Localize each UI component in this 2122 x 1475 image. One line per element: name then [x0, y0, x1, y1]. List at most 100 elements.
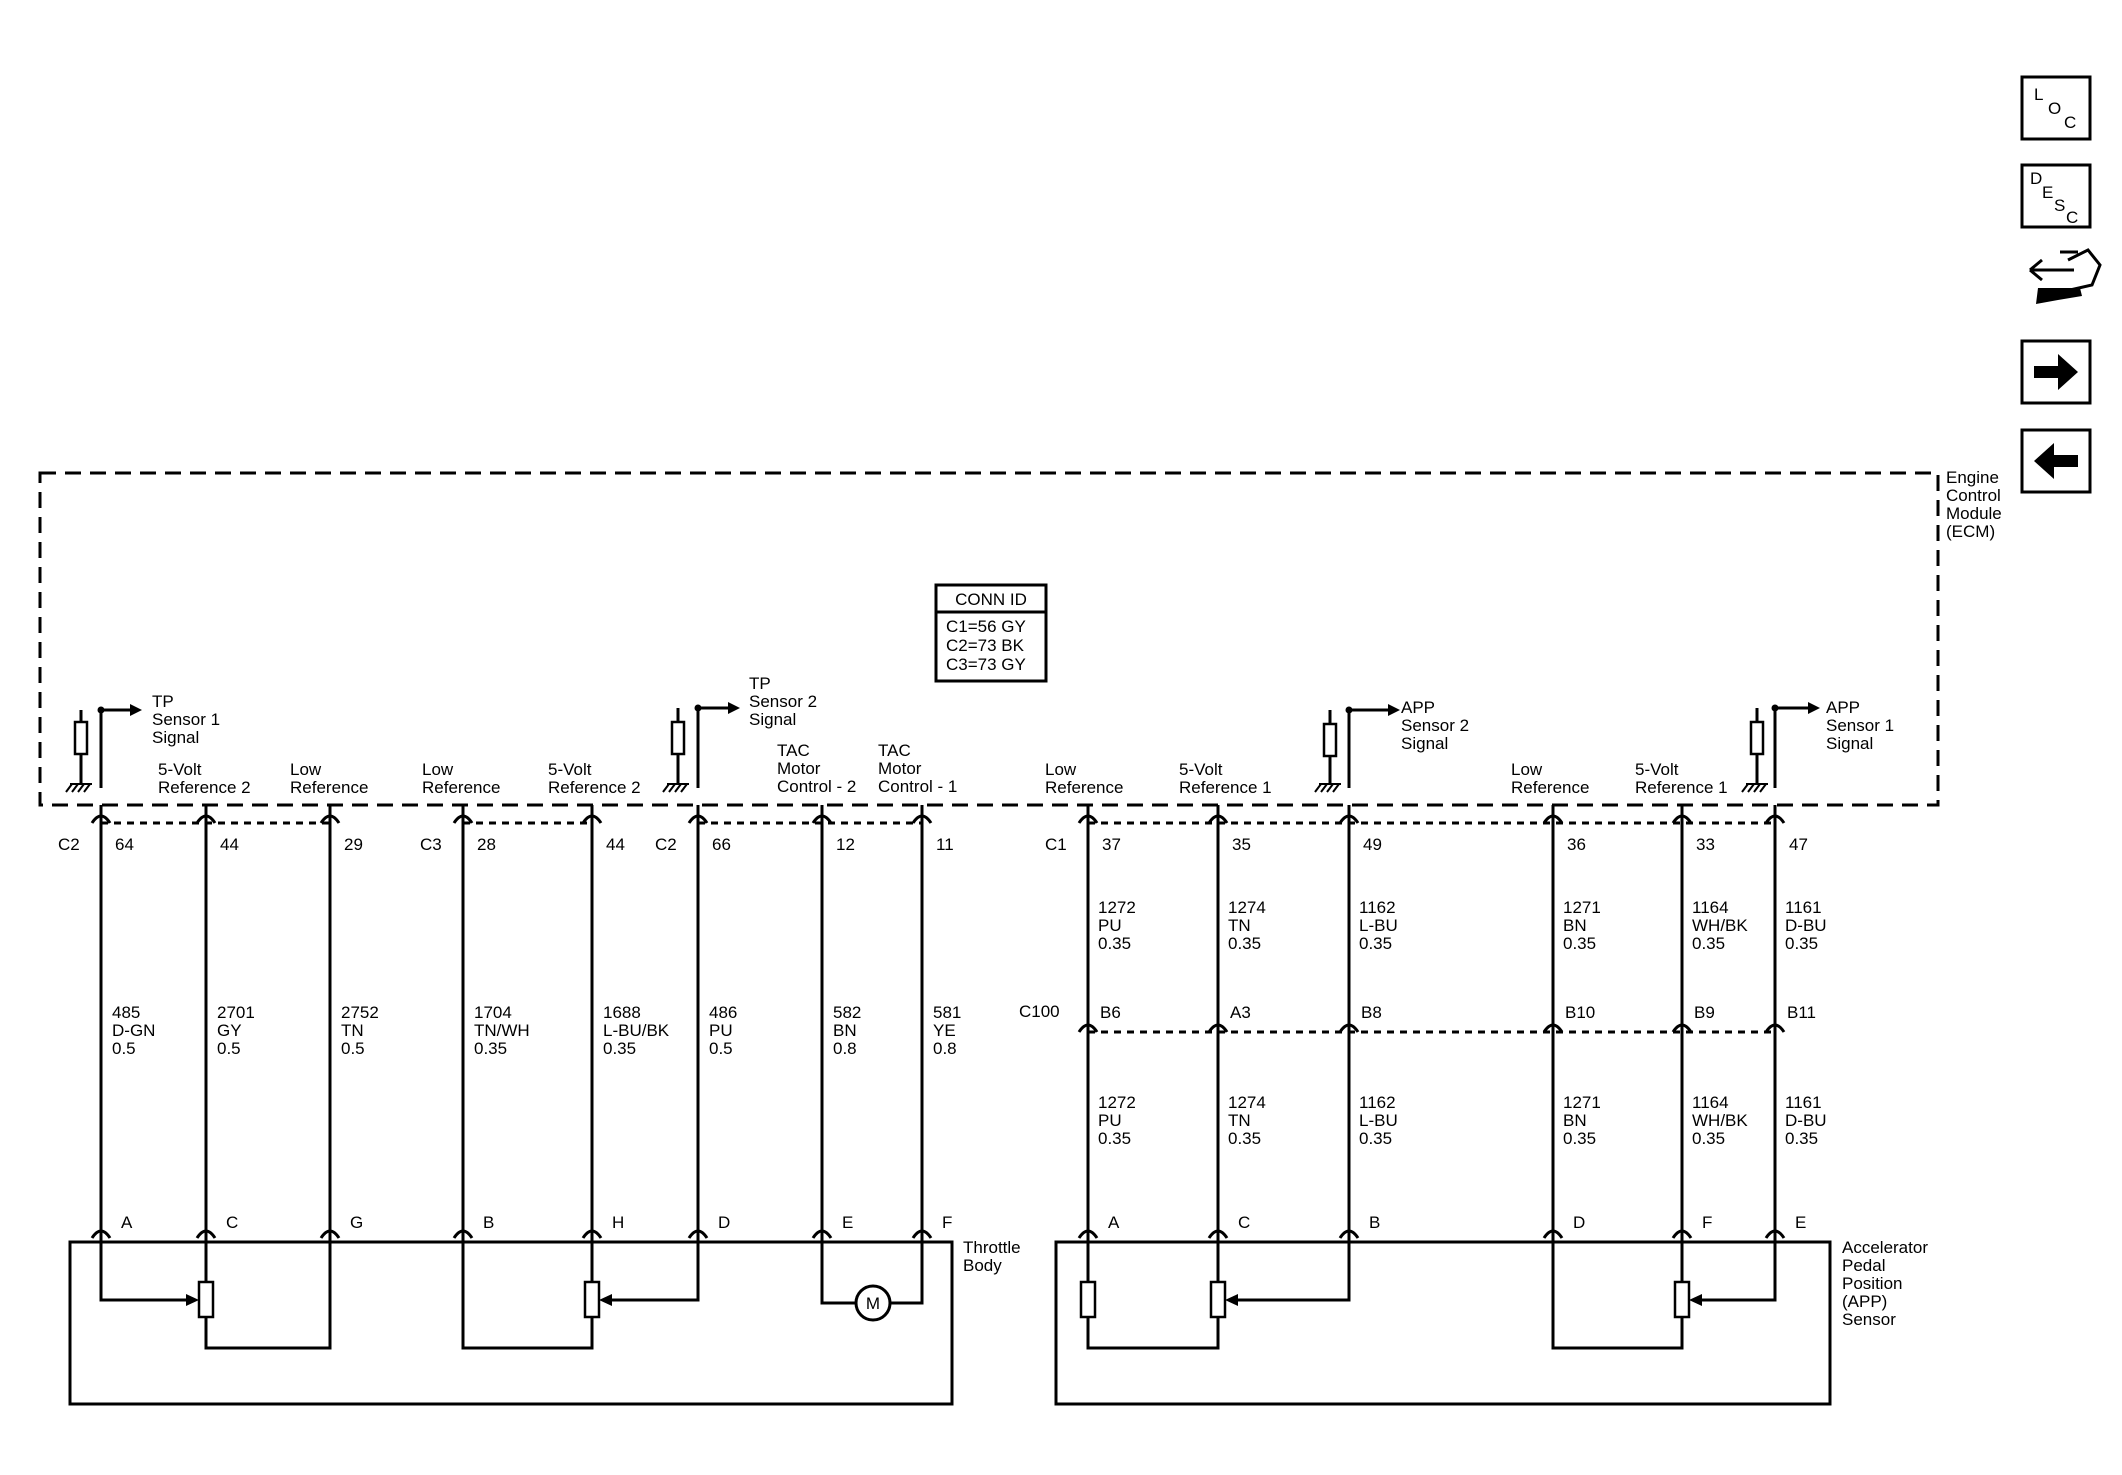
conn-id-c1: C1=56 GY — [946, 617, 1026, 636]
svg-text:Motor: Motor — [777, 759, 821, 778]
wire-label: D-BU — [1785, 1111, 1827, 1130]
wire-label: D-GN — [112, 1021, 155, 1040]
wire-label: WH/BK — [1692, 916, 1748, 935]
wire-label: WH/BK — [1692, 1111, 1748, 1130]
wire-label: 1272 — [1098, 1093, 1136, 1112]
wire-label: 0.35 — [1228, 934, 1261, 953]
svg-text:Sensor 1: Sensor 1 — [152, 710, 220, 729]
component-pin-letter: E — [842, 1213, 853, 1232]
pin-ecm-w1 — [90, 814, 112, 824]
svg-text:TAC: TAC — [878, 741, 911, 760]
wire-label: BN — [1563, 916, 1587, 935]
pin-ecm-w13 — [1671, 814, 1693, 824]
wire-label: 1162 — [1359, 1093, 1396, 1112]
svg-text:Low: Low — [422, 760, 454, 779]
ecm-pin-labels: 5-Volt Reference 2 Low Reference Low Ref… — [158, 741, 1728, 797]
wire-label: 1161 — [1785, 898, 1822, 917]
pin-ecm-w4 — [452, 814, 474, 824]
svg-text:Body: Body — [963, 1256, 1002, 1275]
ecm-pin-number: 66 — [712, 835, 731, 854]
component-pin-letter: A — [121, 1213, 133, 1232]
ecm-pin-number: 28 — [477, 835, 496, 854]
svg-text:Reference 2: Reference 2 — [548, 778, 641, 797]
svg-text:5-Volt: 5-Volt — [1179, 760, 1223, 779]
ecm-pin-number: 29 — [344, 835, 363, 854]
svg-text:Signal: Signal — [1401, 734, 1448, 753]
wire-label: 0.35 — [1785, 1129, 1818, 1148]
desc-icon[interactable]: D E S C — [2020, 163, 2092, 229]
conn-id-c3: C3=73 GY — [946, 655, 1026, 674]
wire-label: TN — [341, 1021, 364, 1040]
svg-text:Accelerator: Accelerator — [1842, 1238, 1928, 1257]
component-pin-letter: G — [350, 1213, 363, 1232]
svg-text:Pedal: Pedal — [1842, 1256, 1885, 1275]
ecm-pin-number: 37 — [1102, 835, 1121, 854]
app-sensor-1-signal: APP Sensor 1 Signal — [1741, 698, 1894, 793]
motor-icon — [854, 1284, 892, 1322]
svg-text:Throttle: Throttle — [963, 1238, 1021, 1257]
wire-label: 1271 — [1563, 898, 1601, 917]
pin-component-w5 — [581, 1229, 603, 1239]
previous-arrow-icon[interactable] — [2020, 428, 2092, 494]
wire-label: 0.5 — [217, 1039, 241, 1058]
next-arrow-icon[interactable] — [2020, 339, 2092, 405]
svg-text:Low: Low — [1045, 760, 1077, 779]
connector-swap-icon[interactable] — [2029, 248, 2102, 304]
wire-label: PU — [1098, 1111, 1122, 1130]
pin-ecm-w2 — [195, 814, 217, 824]
ecm-pin-number: 47 — [1789, 835, 1808, 854]
pin-component-w1 — [90, 1229, 112, 1239]
svg-text:Signal: Signal — [749, 710, 796, 729]
loc-icon[interactable]: L O C — [2020, 75, 2092, 141]
pin-ecm-w11 — [1338, 814, 1360, 824]
wire-label: TN — [1228, 916, 1251, 935]
pin-component-w12 — [1542, 1229, 1564, 1239]
svg-text:Reference: Reference — [1511, 778, 1589, 797]
c100-pin-label: B6 — [1100, 1003, 1121, 1022]
pin-component-w13 — [1671, 1229, 1693, 1239]
conn-id-box: CONN ID C1=56 GY C2=73 BK C3=73 GY — [934, 583, 1048, 683]
wire-label: 1164 — [1692, 1093, 1729, 1112]
pin-component-w4 — [452, 1229, 474, 1239]
pin-component-w2 — [195, 1229, 217, 1239]
loc-letter-l: L — [2034, 85, 2043, 104]
wire-label: L-BU — [1359, 1111, 1398, 1130]
svg-text:Signal: Signal — [1826, 734, 1873, 753]
svg-text:Sensor: Sensor — [1842, 1310, 1896, 1329]
connector-c2-mid: C2 — [655, 835, 677, 854]
component-pin-letter: C — [1238, 1213, 1250, 1232]
wire-label: 0.35 — [1359, 1129, 1392, 1148]
loc-letter-o: O — [2048, 99, 2061, 118]
tp-sensor-1-signal: TP Sensor 1 Signal — [65, 692, 220, 793]
desc-letter-e: E — [2042, 183, 2053, 202]
wire-label: PU — [1098, 916, 1122, 935]
app-sensor: Accelerator Pedal Position (APP) Sensor — [1054, 1238, 1928, 1406]
connector-c1: C1 — [1045, 835, 1067, 854]
svg-text:Reference: Reference — [1045, 778, 1123, 797]
wire-label: 1274 — [1228, 1093, 1266, 1112]
pin-ecm-w9 — [1077, 814, 1099, 824]
wire-label: PU — [709, 1021, 733, 1040]
wire-label: 0.35 — [1228, 1129, 1261, 1148]
wire-label: BN — [833, 1021, 857, 1040]
svg-text:Reference 2: Reference 2 — [158, 778, 251, 797]
pin-ecm-w3 — [319, 814, 341, 824]
svg-text:Control - 1: Control - 1 — [878, 777, 957, 796]
pin-ecm-w14 — [1764, 814, 1786, 824]
svg-text:Sensor 2: Sensor 2 — [1401, 716, 1469, 735]
wire-label: GY — [217, 1021, 242, 1040]
svg-text:(ECM): (ECM) — [1946, 522, 1995, 541]
pin-component-w3 — [319, 1229, 341, 1239]
svg-text:Motor: Motor — [878, 759, 922, 778]
component-pin-letter: F — [1702, 1213, 1712, 1232]
ecm-pin-number: 11 — [936, 835, 954, 854]
wire-label: 581 — [933, 1003, 961, 1022]
desc-letter-c: C — [2066, 208, 2078, 227]
wire-label: 0.35 — [1563, 934, 1596, 953]
conn-id-title: CONN ID — [955, 590, 1027, 609]
wire-label: 0.5 — [341, 1039, 365, 1058]
wire-label: 1162 — [1359, 898, 1396, 917]
component-pin-letter: B — [1369, 1213, 1380, 1232]
svg-text:5-Volt: 5-Volt — [1635, 760, 1679, 779]
wire-label: 0.35 — [603, 1039, 636, 1058]
